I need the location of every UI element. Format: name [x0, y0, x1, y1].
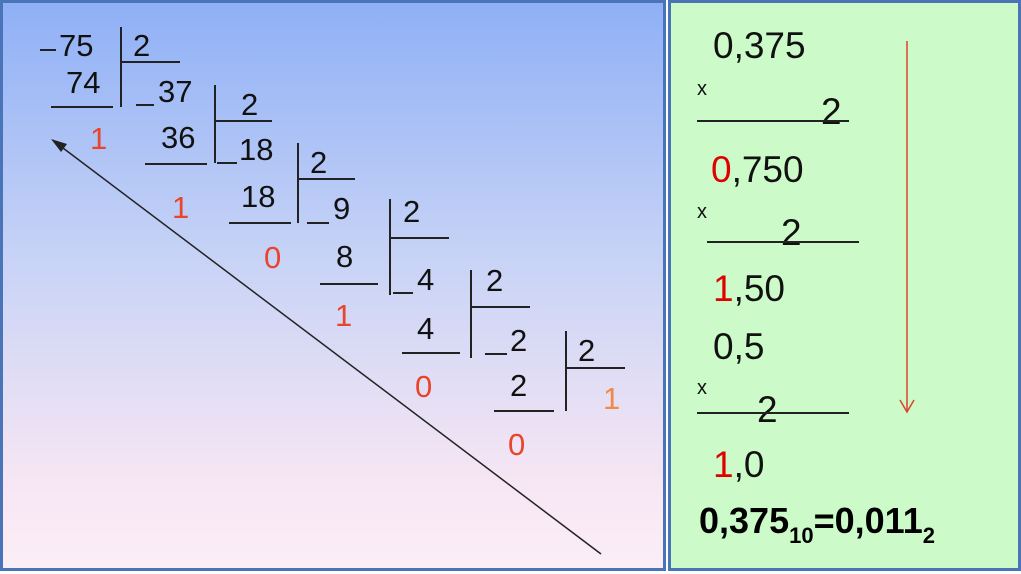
remainder-4: 0 [415, 369, 433, 404]
subtrahend-0: 74 [66, 65, 101, 100]
divisor-3: 2 [403, 194, 421, 229]
divisor-4: 2 [486, 263, 504, 298]
bracket-1-v [214, 85, 216, 163]
minus-sign [217, 162, 237, 164]
bracket-3-v [389, 199, 391, 295]
product-line-1 [697, 120, 849, 122]
remainder-0: 1 [90, 121, 108, 156]
fraction-multiplication-panel: 0,375 x 2 0,750 x 2 1,50 0,5 x 2 1,0 0,3… [668, 0, 1021, 571]
underline-3 [320, 283, 378, 285]
bracket-3-h [389, 237, 449, 239]
times-sign-3: x [697, 377, 707, 399]
underline-5 [494, 410, 554, 412]
result-left: 0,375 [699, 500, 790, 541]
remainder-2: 0 [264, 240, 282, 275]
dividend-0: 75 [59, 28, 94, 63]
bracket-2-h [297, 178, 355, 180]
carry-fraction: 0,5 [713, 326, 765, 367]
last-quotient: 1 [603, 381, 621, 416]
product-3-int: 1 [713, 444, 734, 485]
read-direction-arrow [51, 139, 602, 555]
underline-4 [402, 352, 460, 354]
result-equation: 0,37510=0,0112 [699, 503, 935, 547]
product-1: 0,750 [711, 151, 804, 188]
product-2-frac: ,50 [733, 268, 786, 309]
minus-sign [307, 222, 329, 224]
dividend-3: 9 [333, 191, 351, 226]
subtrahend-4: 4 [417, 311, 435, 346]
divisor-5: 2 [578, 333, 596, 368]
underline-0 [51, 106, 113, 108]
bracket-0-v [120, 27, 122, 107]
subtrahend-1: 36 [161, 120, 196, 155]
bracket-0-h [120, 61, 180, 63]
remainder-3: 1 [335, 298, 353, 333]
minus-sign [485, 353, 507, 355]
down-arrow-icon [899, 41, 915, 414]
product-3: 1,0 [713, 446, 764, 483]
divisor-1: 2 [241, 87, 259, 122]
dividend-4: 4 [417, 262, 435, 297]
bracket-2-v [297, 143, 299, 223]
subtrahend-5: 2 [510, 368, 528, 403]
fraction-start: 0,375 [713, 25, 806, 66]
remainder-5: 0 [508, 427, 526, 462]
minus-sign [40, 49, 56, 51]
bracket-5-h [565, 367, 625, 369]
product-1-frac: ,750 [731, 149, 804, 190]
subtrahend-2: 18 [241, 179, 276, 214]
dividend-1: 37 [158, 74, 193, 109]
result-equals: = [813, 500, 835, 541]
times-sign-1: x [697, 78, 707, 100]
times-sign-2: x [697, 201, 707, 223]
minus-sign [393, 292, 413, 294]
underline-2 [229, 222, 291, 224]
underline-1 [145, 163, 207, 165]
remainder-1: 1 [172, 190, 190, 225]
dividend-5: 2 [510, 323, 528, 358]
integer-division-panel: 75 2 74 1 37 2 36 1 18 2 18 0 9 2 8 1 4 … [0, 0, 666, 571]
bracket-4-v [470, 270, 472, 358]
dividend-2: 18 [239, 132, 274, 167]
result-right: 0,011 [834, 500, 923, 541]
product-2-int: 1 [713, 268, 734, 309]
divisor-0: 2 [133, 28, 151, 63]
multiplier-3: 2 [757, 389, 778, 430]
product-line-2 [707, 241, 859, 243]
minus-sign [136, 104, 154, 106]
product-2: 1,50 [713, 270, 785, 307]
bracket-1-h [214, 120, 272, 122]
divisor-2: 2 [310, 145, 328, 180]
bracket-4-h [470, 306, 530, 308]
product-3-frac: ,0 [733, 444, 765, 485]
product-line-3 [697, 412, 849, 414]
result-left-base: 10 [789, 523, 814, 548]
bracket-5-v [565, 331, 567, 411]
subtrahend-3: 8 [336, 239, 354, 274]
product-1-int: 0 [711, 149, 732, 190]
result-right-base: 2 [922, 523, 935, 548]
